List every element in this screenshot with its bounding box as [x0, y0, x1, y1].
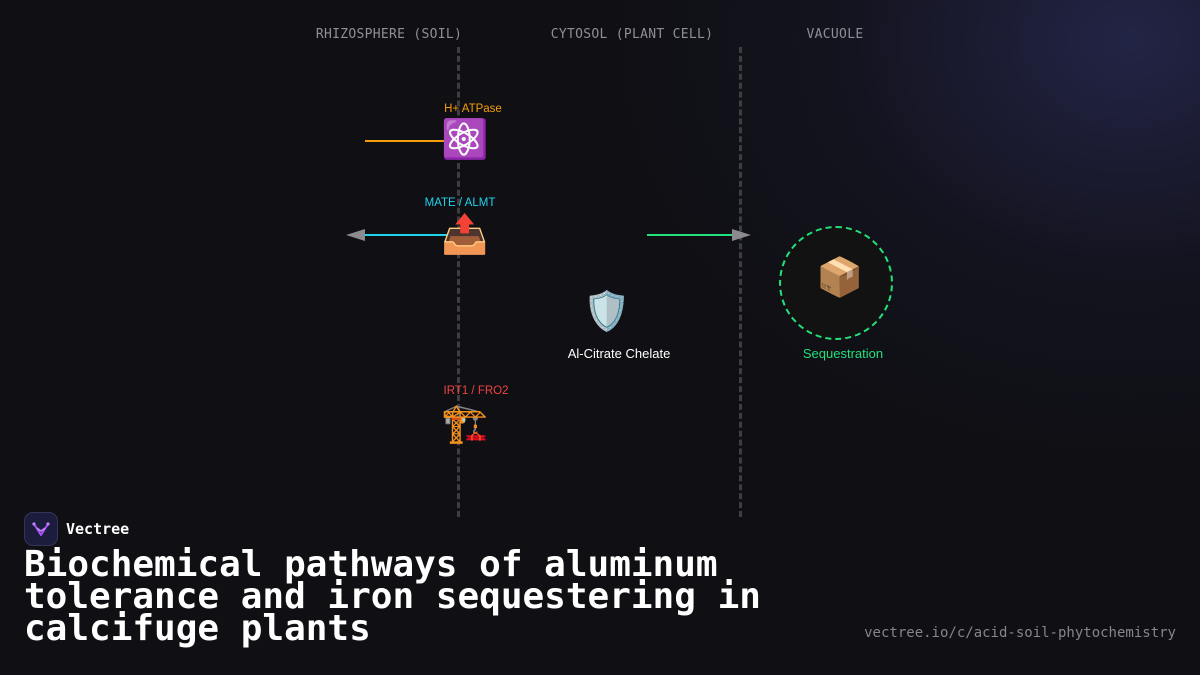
zone-label-vacuole: VACUOLE [806, 27, 864, 42]
vacuolar-import-arrowhead [732, 229, 751, 241]
zone-label-rhizosphere: RHIZOSPHERE (SOIL) [315, 27, 463, 42]
mate-almt-label: MATE / ALMT [424, 197, 496, 209]
zone-label-cytosol: CYTOSOL (PLANT CELL) [550, 27, 714, 42]
atom-icon: ⚛️ [441, 119, 489, 161]
irt-fro-label: IRT1 / FRO2 [443, 385, 509, 397]
citrate-efflux-arrowhead [346, 229, 365, 241]
chelate-label: Al-Citrate Chelate [567, 346, 671, 361]
atpase-label: H+ ATPase [444, 103, 502, 115]
source-url: vectree.io/c/acid-soil-phytochemistry [864, 625, 1176, 641]
sequestration-label: Sequestration [802, 346, 884, 361]
vectree-logo-icon [24, 512, 58, 546]
shield-icon: 🛡️ [583, 291, 631, 333]
vacuole-compartment [779, 226, 893, 340]
package-icon: 📦 [816, 257, 864, 299]
plasma-membrane [457, 47, 460, 517]
page-title: Biochemical pathways of aluminum toleran… [24, 544, 761, 649]
outbox-tray-icon: 📤 [441, 214, 489, 256]
brand-name: Vectree [66, 520, 130, 538]
tonoplast-membrane [739, 47, 742, 517]
brand: Vectree [24, 512, 129, 546]
construction-crane-icon: 🏗️ [441, 403, 489, 445]
